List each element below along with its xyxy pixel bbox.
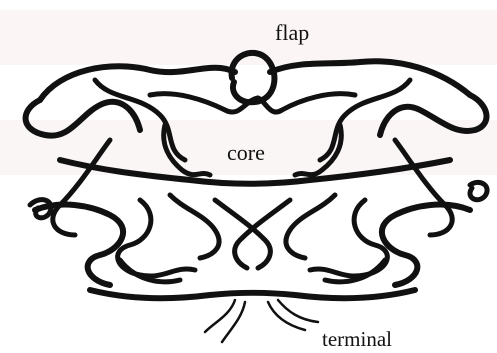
terminal-tail-right-2 bbox=[278, 300, 318, 322]
ribbon-top-right-arch bbox=[270, 61, 470, 95]
ribbon-far-right-twist bbox=[470, 182, 487, 199]
ribbon-lower-right-inner bbox=[286, 195, 335, 258]
ribbon-lower-left-inner bbox=[170, 195, 219, 258]
terminal-tail-left-1 bbox=[205, 300, 235, 332]
ribbon-bottom-band bbox=[90, 290, 415, 298]
flap-label: flap bbox=[275, 20, 309, 45]
terminal-label: terminal bbox=[322, 327, 392, 351]
watermark-band-top bbox=[0, 10, 497, 65]
core-label: core bbox=[227, 140, 265, 165]
ribbon-top-left-arch bbox=[40, 66, 235, 100]
ribbon-backbone bbox=[26, 53, 488, 298]
terminal-tails bbox=[205, 300, 318, 342]
ribbon-lower-right-loop bbox=[310, 200, 387, 276]
terminal-tail-left-2 bbox=[222, 302, 245, 342]
ribbon-core-right-arc bbox=[258, 94, 355, 112]
ribbon-lower-left-loop bbox=[118, 200, 195, 276]
ribbon-lower-right-coil bbox=[382, 205, 470, 285]
